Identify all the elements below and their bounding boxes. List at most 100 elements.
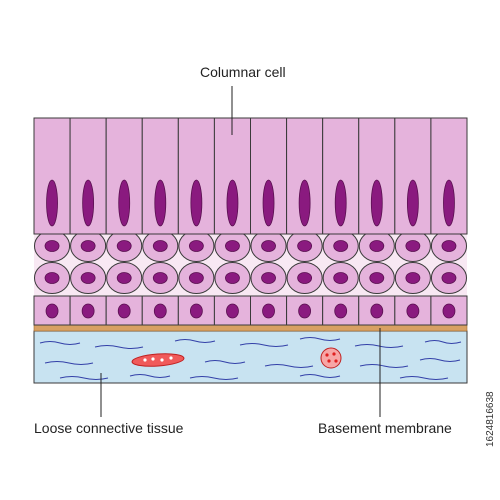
basal-cell-nucleus xyxy=(406,303,420,319)
columnar-nucleus xyxy=(443,179,455,227)
fiber xyxy=(174,339,216,343)
fiber xyxy=(94,345,144,349)
round-cell-nucleus xyxy=(152,240,168,252)
round-cell xyxy=(178,230,215,262)
columnar-cell xyxy=(33,117,71,235)
fiber xyxy=(424,340,462,344)
round-cell xyxy=(286,262,323,294)
round-cell xyxy=(430,230,468,262)
basal-cell-nucleus xyxy=(117,303,131,319)
round-cell xyxy=(178,262,215,294)
fiber xyxy=(354,344,404,348)
round-cell xyxy=(250,230,287,262)
basal-cell-nucleus xyxy=(81,303,95,319)
round-cell xyxy=(358,230,395,262)
round-cell xyxy=(214,230,251,262)
round-cell-nucleus xyxy=(80,240,96,252)
fiber xyxy=(299,374,341,378)
round-cell xyxy=(34,262,71,294)
round-cell xyxy=(250,262,287,294)
basal-cell-nucleus xyxy=(153,303,167,319)
round-cell-nucleus xyxy=(80,272,96,284)
basal-cell xyxy=(322,295,360,326)
basal-cell xyxy=(430,295,468,326)
fiber xyxy=(129,374,171,378)
round-cell xyxy=(214,262,251,294)
round-cell-nucleus xyxy=(225,240,240,252)
columnar-nucleus xyxy=(226,179,239,227)
elongated-blood-cell xyxy=(131,353,185,367)
round-cell xyxy=(142,230,179,262)
cell-band-background xyxy=(34,228,467,296)
fiber xyxy=(204,360,246,364)
columnar-cell xyxy=(394,117,432,235)
round-cell-nucleus xyxy=(261,240,276,252)
basal-cell xyxy=(33,295,71,326)
basal-cell xyxy=(69,295,107,326)
basal-cell-nucleus xyxy=(334,303,348,319)
fiber xyxy=(359,364,409,368)
round-cell xyxy=(394,230,431,262)
fiber xyxy=(419,358,461,362)
connective-tissue-bg xyxy=(33,330,468,384)
basal-cell-nucleus xyxy=(370,303,384,319)
fiber xyxy=(239,343,289,347)
columnar-nucleus xyxy=(406,179,419,227)
round-cell-nucleus xyxy=(369,272,385,284)
fiber xyxy=(264,364,314,368)
columnar-cell xyxy=(286,117,324,235)
round-blood-cell xyxy=(320,347,342,369)
round-cell-nucleus xyxy=(261,272,276,284)
loose-connective-tissue-label: Loose connective tissue xyxy=(34,420,184,436)
fiber xyxy=(39,341,81,345)
round-cell-nucleus xyxy=(225,272,240,284)
basal-cell-nucleus xyxy=(189,303,203,319)
columnar-cell xyxy=(105,117,143,235)
round-cell-nucleus xyxy=(297,272,313,284)
connective-tissue-layer xyxy=(33,330,468,384)
basal-cell-row xyxy=(33,295,468,326)
basal-cell xyxy=(141,295,179,326)
round-cell xyxy=(430,262,468,294)
round-cell xyxy=(142,262,179,294)
basement-membrane-label: Basement membrane xyxy=(318,420,452,436)
fiber xyxy=(189,376,239,380)
basement-membrane xyxy=(33,324,468,332)
columnar-cell xyxy=(213,117,252,235)
round-cell-nucleus xyxy=(116,272,132,284)
columnar-nucleus xyxy=(118,179,131,227)
round-cell xyxy=(322,262,359,294)
columnar-nucleus xyxy=(82,179,95,227)
round-cell-nucleus xyxy=(188,272,204,284)
round-cell-nucleus xyxy=(44,240,60,252)
round-cell-nucleus xyxy=(441,272,457,284)
round-cell-nucleus xyxy=(333,240,349,252)
fiber xyxy=(44,361,94,365)
intermediate-cell-rows xyxy=(34,230,468,294)
basal-cell xyxy=(105,295,143,326)
round-cell xyxy=(322,230,359,262)
columnar-nucleus xyxy=(298,179,311,227)
basal-cell xyxy=(286,295,324,326)
basal-cell-nucleus xyxy=(298,303,312,319)
round-cell xyxy=(34,230,71,262)
round-cell-nucleus xyxy=(369,240,385,252)
round-cell-nucleus xyxy=(44,272,60,284)
basal-cell-nucleus xyxy=(262,303,275,319)
round-cell xyxy=(394,262,431,294)
columnar-cell xyxy=(430,117,468,235)
basal-cell xyxy=(394,295,432,326)
basal-cell xyxy=(250,295,288,326)
columnar-nucleus xyxy=(46,179,58,227)
columnar-cell xyxy=(141,117,179,235)
round-cell xyxy=(286,230,323,262)
round-cell-nucleus xyxy=(152,272,168,284)
round-cell xyxy=(70,230,107,262)
columnar-nucleus xyxy=(262,179,275,227)
columnar-cell xyxy=(177,117,215,235)
columnar-nucleus xyxy=(190,179,203,227)
basal-cell-nucleus xyxy=(226,303,239,319)
columnar-cell xyxy=(322,117,360,235)
round-cell-nucleus xyxy=(405,240,421,252)
